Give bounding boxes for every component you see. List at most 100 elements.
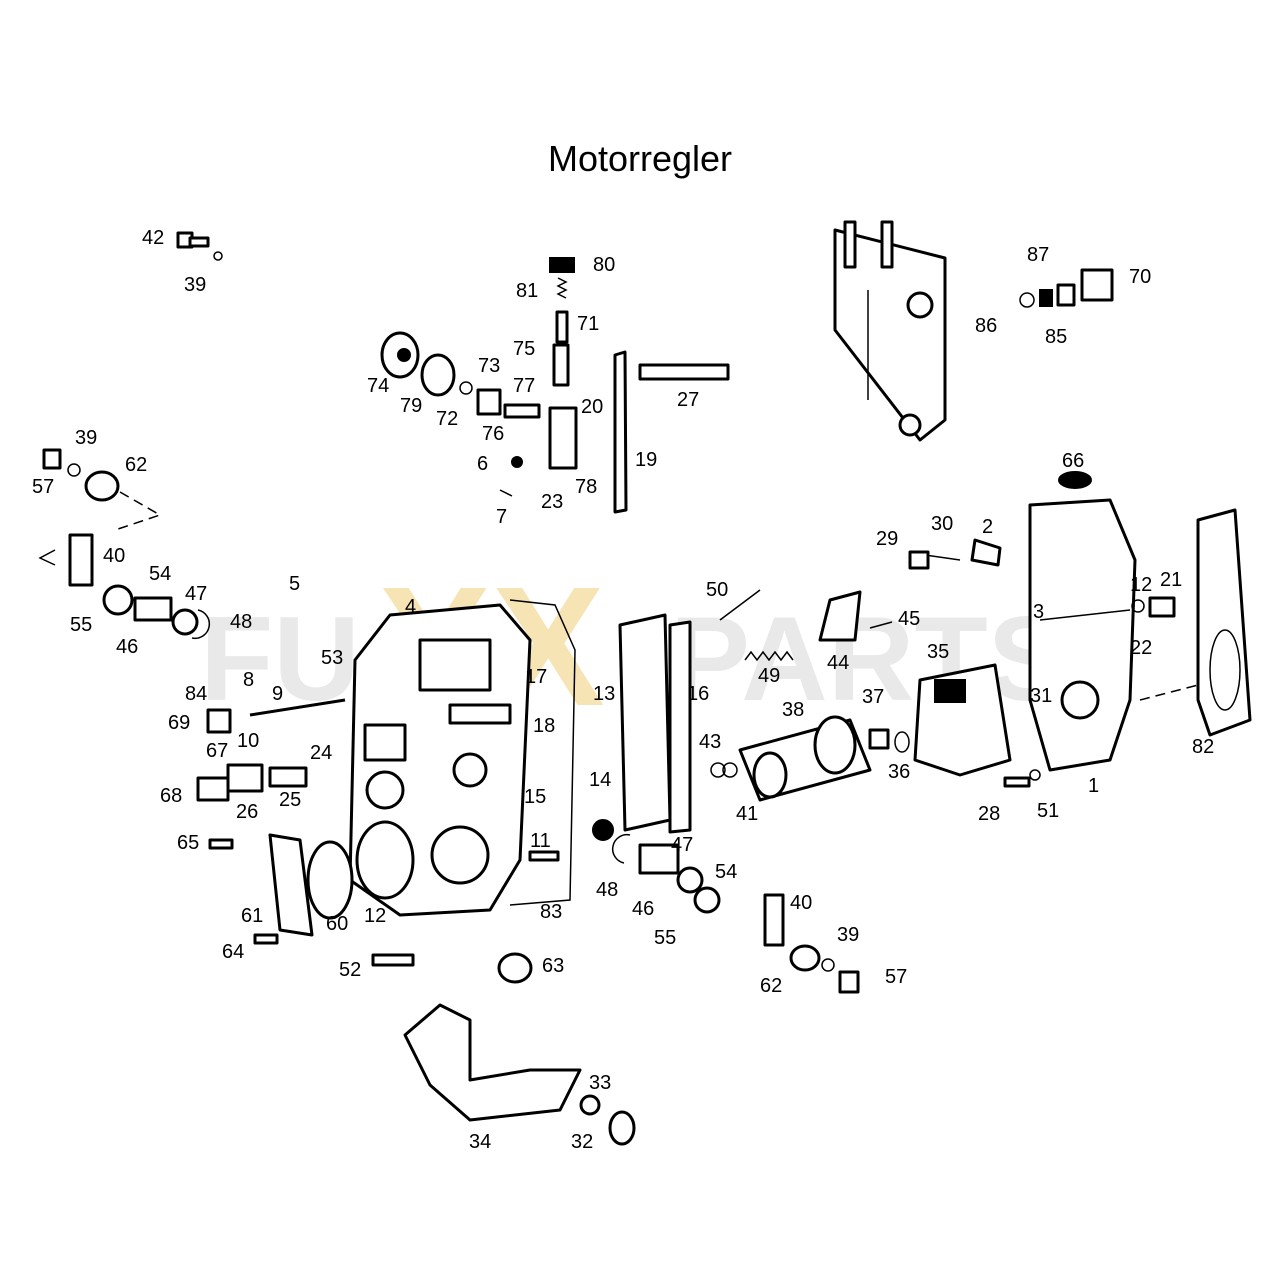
callout-label: 34 <box>469 1131 491 1153</box>
callout-label: 69 <box>168 712 190 734</box>
callout-label: 2 <box>982 516 993 538</box>
callout-label: 8 <box>243 669 254 691</box>
callout-label: 85 <box>1045 326 1067 348</box>
seal-set-left <box>102 584 210 640</box>
callout-label: 52 <box>339 959 361 981</box>
small-parts-right <box>1003 596 1176 788</box>
callout-label: 13 <box>593 683 615 705</box>
callout-label: 43 <box>699 731 721 753</box>
callout-label: 48 <box>596 879 618 901</box>
callout-label: 39 <box>75 427 97 449</box>
callout-label: 24 <box>310 742 332 764</box>
watermark-left: FU <box>200 592 360 726</box>
callout-label: 7 <box>496 506 507 528</box>
callout-label: 5 <box>289 573 300 595</box>
callout-label: 83 <box>540 901 562 923</box>
callout-label: 84 <box>185 683 207 705</box>
callout-label: 10 <box>237 730 259 752</box>
callout-label: 44 <box>827 652 849 674</box>
callout-label: 57 <box>32 476 54 498</box>
callout-label: 54 <box>715 861 737 883</box>
flyweight-35 <box>868 663 1012 777</box>
callout-label: 48 <box>230 611 252 633</box>
callout-label: 49 <box>758 665 780 687</box>
callout-label: 23 <box>541 491 563 513</box>
cover-plates-13-16 <box>592 613 692 841</box>
callout-label: 31 <box>1030 685 1052 707</box>
sleeve-assembly-38 <box>710 715 872 802</box>
spring-lever-group <box>719 589 893 662</box>
callout-label: 22 <box>1130 637 1152 659</box>
callout-label: 76 <box>482 423 504 445</box>
callout-label: 38 <box>782 699 804 721</box>
callout-label: 55 <box>654 927 676 949</box>
callout-label: 11 <box>530 830 551 852</box>
governor-housing-main <box>348 599 576 917</box>
callout-label: 12 <box>1130 574 1152 596</box>
callout-label: 63 <box>542 955 564 977</box>
callout-label: 4 <box>405 596 416 618</box>
callout-label: 87 <box>1027 244 1049 266</box>
plug-70 <box>1019 268 1114 308</box>
bottom-bracket-34 <box>403 952 636 1146</box>
callout-label: 3 <box>1033 601 1044 623</box>
callout-label: 27 <box>677 389 699 411</box>
callout-label: 28 <box>978 803 1000 825</box>
callout-label: 37 <box>862 686 884 708</box>
callout-label: 64 <box>222 941 244 963</box>
callout-label: 21 <box>1160 569 1182 591</box>
callout-label: 15 <box>524 786 546 808</box>
callout-label: 67 <box>206 740 228 762</box>
callout-label: 46 <box>632 898 654 920</box>
callout-label: 80 <box>593 254 615 276</box>
bracket-40-right <box>763 893 860 994</box>
callout-label: 18 <box>533 715 555 737</box>
callout-label: 40 <box>790 892 812 914</box>
callout-label: 33 <box>589 1072 611 1094</box>
callout-label: 14 <box>589 769 611 791</box>
callout-label: 86 <box>975 315 997 337</box>
callout-label: 61 <box>241 905 263 927</box>
callout-label: 72 <box>436 408 458 430</box>
callout-label: 71 <box>577 313 599 335</box>
callout-label: 75 <box>513 338 535 360</box>
callout-label: 51 <box>1037 800 1059 822</box>
callout-label: 77 <box>513 375 535 397</box>
callout-label: 30 <box>931 513 953 535</box>
bolt-42 <box>176 231 223 261</box>
callout-label: 36 <box>888 761 910 783</box>
callout-label: 79 <box>400 395 422 417</box>
callout-label: 41 <box>736 803 758 825</box>
callout-label: 6 <box>477 453 488 475</box>
callout-label: 73 <box>478 355 500 377</box>
callout-label: 53 <box>321 647 343 669</box>
callout-label: 29 <box>876 528 898 550</box>
callout-label: 12 <box>364 905 386 927</box>
callout-label: 25 <box>279 789 301 811</box>
callout-label: 65 <box>177 832 199 854</box>
callout-label: 70 <box>1129 266 1151 288</box>
callout-label: 47 <box>185 583 207 605</box>
callout-label: 39 <box>184 274 206 296</box>
callout-label: 68 <box>160 785 182 807</box>
callout-label: 19 <box>635 449 657 471</box>
bracket-40-left <box>38 448 162 587</box>
seal-set-right <box>528 833 721 914</box>
callout-label: 78 <box>575 476 597 498</box>
small-parts-left <box>196 698 415 967</box>
callout-label: 82 <box>1192 736 1214 758</box>
callout-label: 47 <box>671 834 693 856</box>
callout-label: 1 <box>1088 775 1099 797</box>
callout-label: 81 <box>516 280 538 302</box>
callout-label: 26 <box>236 801 258 823</box>
callout-label: 74 <box>367 375 389 397</box>
callout-label: 46 <box>116 636 138 658</box>
callout-label: 45 <box>898 608 920 630</box>
callout-label: 54 <box>149 563 171 585</box>
callout-label: 62 <box>760 975 782 997</box>
governor-housing-right <box>908 471 1137 772</box>
callout-label: 62 <box>125 454 147 476</box>
callout-label: 60 <box>326 913 348 935</box>
callout-label: 50 <box>706 579 728 601</box>
